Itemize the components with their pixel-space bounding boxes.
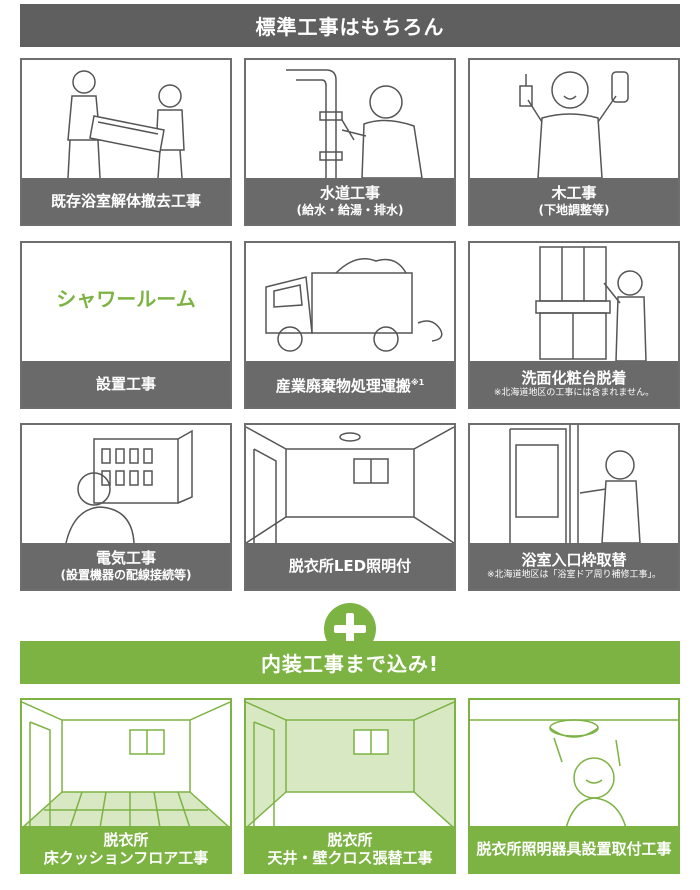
caption-line1: 脱衣所LED照明付: [288, 557, 412, 575]
caption-line1: 木工事: [551, 184, 597, 202]
interior-work-banner: 内装工事まで込み!: [20, 641, 680, 684]
card-electrical-caption: 電気工事 (設置機器の配線接続等): [22, 543, 230, 589]
caption-text: 産業廃棄物処理運搬: [275, 376, 411, 395]
room-wall-highlight-illustration: [246, 700, 454, 828]
carpenter-with-tools-illustration: [519, 71, 629, 179]
card-installation-caption: 設置工事: [22, 361, 230, 407]
worker-installing-light-illustration: [470, 719, 678, 828]
card-led-light: 脱衣所LED照明付: [244, 423, 456, 591]
card-waste-disposal-caption: 産業廃棄物処理運搬※1: [246, 361, 454, 407]
card-demolition: 既存浴室解体撤去工事: [20, 58, 232, 226]
caption-line2: (設置機器の配線接続等): [60, 568, 192, 582]
footnote-mark: ※1: [410, 377, 425, 387]
caption-line1: 電気工事: [95, 549, 156, 567]
card-installation: シャワールーム 設置工事: [20, 241, 232, 409]
caption-line1: 産業廃棄物処理運搬※1: [276, 374, 424, 395]
card-floor-caption: 脱衣所 床クッションフロア工事: [22, 826, 230, 872]
caption-line2: (給水・給湯・排水): [296, 203, 404, 217]
electrician-panel-illustration: [65, 429, 193, 544]
plus-icon-vertical: [346, 613, 354, 645]
room-floor-highlight-illustration: [22, 701, 230, 828]
card-vanity: 洗面化粧台脱着 ※北海道地区の工事には含まれません。: [468, 241, 680, 409]
caption-line1: 脱衣所照明器具設置取付工事: [476, 840, 672, 858]
card-carpentry-caption: 木工事 (下地調整等): [470, 178, 678, 224]
card-door-frame-caption: 浴室入口枠取替 ※北海道地区は「浴室ドア周り補修工事」。: [470, 543, 678, 589]
card-wall: 脱衣所 天井・壁クロス張替工事: [244, 698, 456, 874]
room-ceiling-light-illustration: [246, 426, 454, 544]
caption-line1: 設置工事: [95, 375, 156, 393]
card-floor: 脱衣所 床クッションフロア工事: [20, 698, 232, 874]
plumber-with-wrench-illustration: [286, 69, 423, 179]
caption-note: ※北海道地区の工事には含まれません。: [493, 388, 655, 398]
card-demolition-caption: 既存浴室解体撤去工事: [22, 178, 230, 224]
card-wall-caption: 脱衣所 天井・壁クロス張替工事: [246, 826, 454, 872]
card-waste-disposal: 産業廃棄物処理運搬※1: [244, 241, 456, 409]
workers-carrying-bathtub-illustration: [67, 70, 185, 179]
card-plumbing-caption: 水道工事 (給水・給湯・排水): [246, 178, 454, 224]
vanity-worker-illustration: [535, 246, 647, 362]
garbage-truck-illustration: [265, 258, 443, 352]
caption-line2: 床クッションフロア工事: [43, 849, 209, 867]
caption-line1: 洗面化粧台脱着: [521, 369, 627, 387]
caption-note: ※北海道地区は「浴室ドア周り補修工事」。: [486, 570, 662, 580]
card-electrical: 電気工事 (設置機器の配線接続等): [20, 423, 232, 591]
card-carpentry: 木工事 (下地調整等): [468, 58, 680, 226]
standard-work-banner: 標準工事はもちろん: [20, 4, 680, 47]
caption-line1: 水道工事: [319, 184, 380, 202]
card-lighting-install-caption: 脱衣所照明器具設置取付工事: [470, 826, 678, 872]
card-led-light-caption: 脱衣所LED照明付: [246, 543, 454, 589]
caption-line1: 既存浴室解体撤去工事: [50, 192, 201, 210]
card-vanity-caption: 洗面化粧台脱着 ※北海道地区の工事には含まれません。: [470, 361, 678, 407]
card-lighting-install: 脱衣所照明器具設置取付工事: [468, 698, 680, 874]
card-plumbing: 水道工事 (給水・給湯・排水): [244, 58, 456, 226]
shower-room-logo: シャワールーム: [56, 287, 196, 311]
caption-line2: (下地調整等): [538, 203, 610, 217]
caption-line1: 脱衣所: [103, 831, 149, 849]
caption-line1: 脱衣所: [327, 831, 373, 849]
standard-work-title: 標準工事はもちろん: [255, 15, 445, 39]
door-frame-worker-illustration: [509, 425, 641, 544]
card-door-frame: 浴室入口枠取替 ※北海道地区は「浴室ドア周り補修工事」。: [468, 423, 680, 591]
caption-line1: 浴室入口枠取替: [521, 551, 627, 569]
caption-line2: 天井・壁クロス張替工事: [267, 849, 433, 867]
interior-work-title: 内装工事まで込み!: [260, 652, 440, 676]
